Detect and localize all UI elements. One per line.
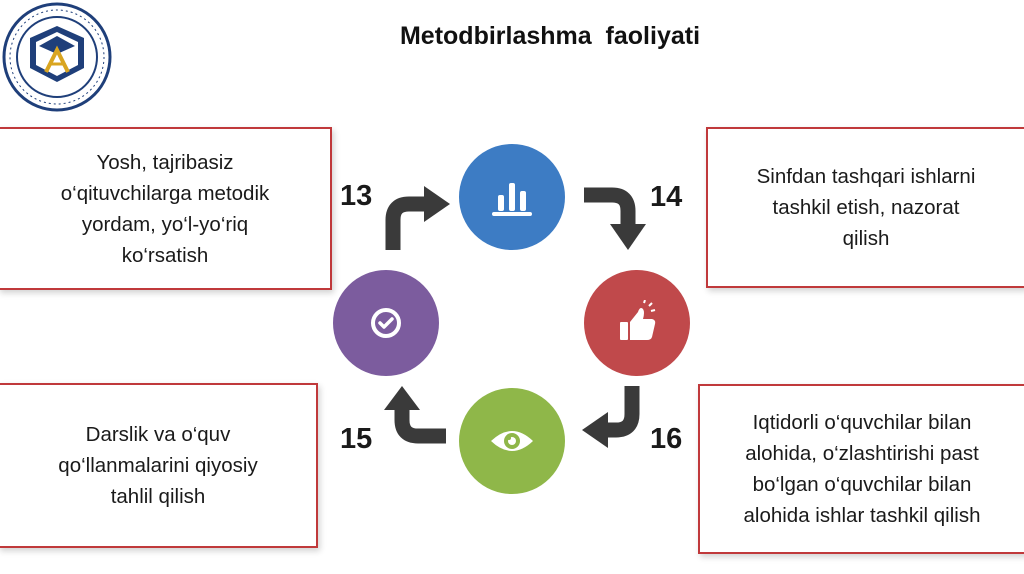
page-title: Metodbirlashma faoliyati xyxy=(399,22,701,50)
item-13-line: ko‘rsatish xyxy=(121,243,209,267)
item-13-line: o‘qituvchilarga metodik xyxy=(60,181,270,205)
item-16-line: alohida ishlar tashkil qilish xyxy=(743,504,981,527)
eye-circle xyxy=(459,388,565,494)
item-14-line: qilish xyxy=(842,227,890,250)
item-13-line: yordam, yo‘l-yo‘riq xyxy=(81,212,249,236)
bar-chart-icon xyxy=(492,183,532,216)
chart-circle xyxy=(459,144,565,250)
arrow-up-right-icon xyxy=(385,186,450,250)
item-14-line: Sinfdan tashqari ishlarni xyxy=(756,165,976,188)
check-icon xyxy=(371,308,401,338)
item-15-line: tahlil qilish xyxy=(110,485,206,508)
check-circle xyxy=(333,270,439,376)
item-13-line: Yosh, tajribasiz xyxy=(96,150,234,174)
item-16-box: Iqtidorli o‘quvchilar bilan alohida, o‘z… xyxy=(698,384,1024,554)
arrow-right-down-icon xyxy=(584,187,646,250)
arrow-left-up-icon xyxy=(384,386,446,444)
item-16-line: alohida, o‘zlashtirishi past xyxy=(745,442,979,465)
item-16-number: 16 xyxy=(650,423,683,455)
institution-logo xyxy=(2,2,112,112)
item-16-line: bo‘lgan o‘quvchilar bilan xyxy=(752,473,972,496)
item-15-number: 15 xyxy=(340,423,373,455)
arrow-down-left-icon xyxy=(582,386,640,448)
item-14-box: Sinfdan tashqari ishlarni tashkil etish,… xyxy=(706,127,1024,288)
item-13-box: Yosh, tajribasiz o‘qituvchilarga metodik… xyxy=(0,127,332,290)
item-15-line: Darslik va o‘quv xyxy=(85,423,231,446)
eye-icon xyxy=(491,431,533,451)
item-16-line: Iqtidorli o‘quvchilar bilan xyxy=(752,411,972,434)
item-15-line: qo‘llanmalarini qiyosiy xyxy=(58,454,258,477)
item-13-number: 13 xyxy=(340,180,373,212)
like-circle xyxy=(584,270,690,376)
thumbs-up-icon xyxy=(620,300,656,340)
item-14-number: 14 xyxy=(650,181,683,213)
item-14-line: tashkil etish, nazorat xyxy=(772,196,960,219)
item-15-box: Darslik va o‘quv qo‘llanmalarini qiyosiy… xyxy=(0,383,318,548)
